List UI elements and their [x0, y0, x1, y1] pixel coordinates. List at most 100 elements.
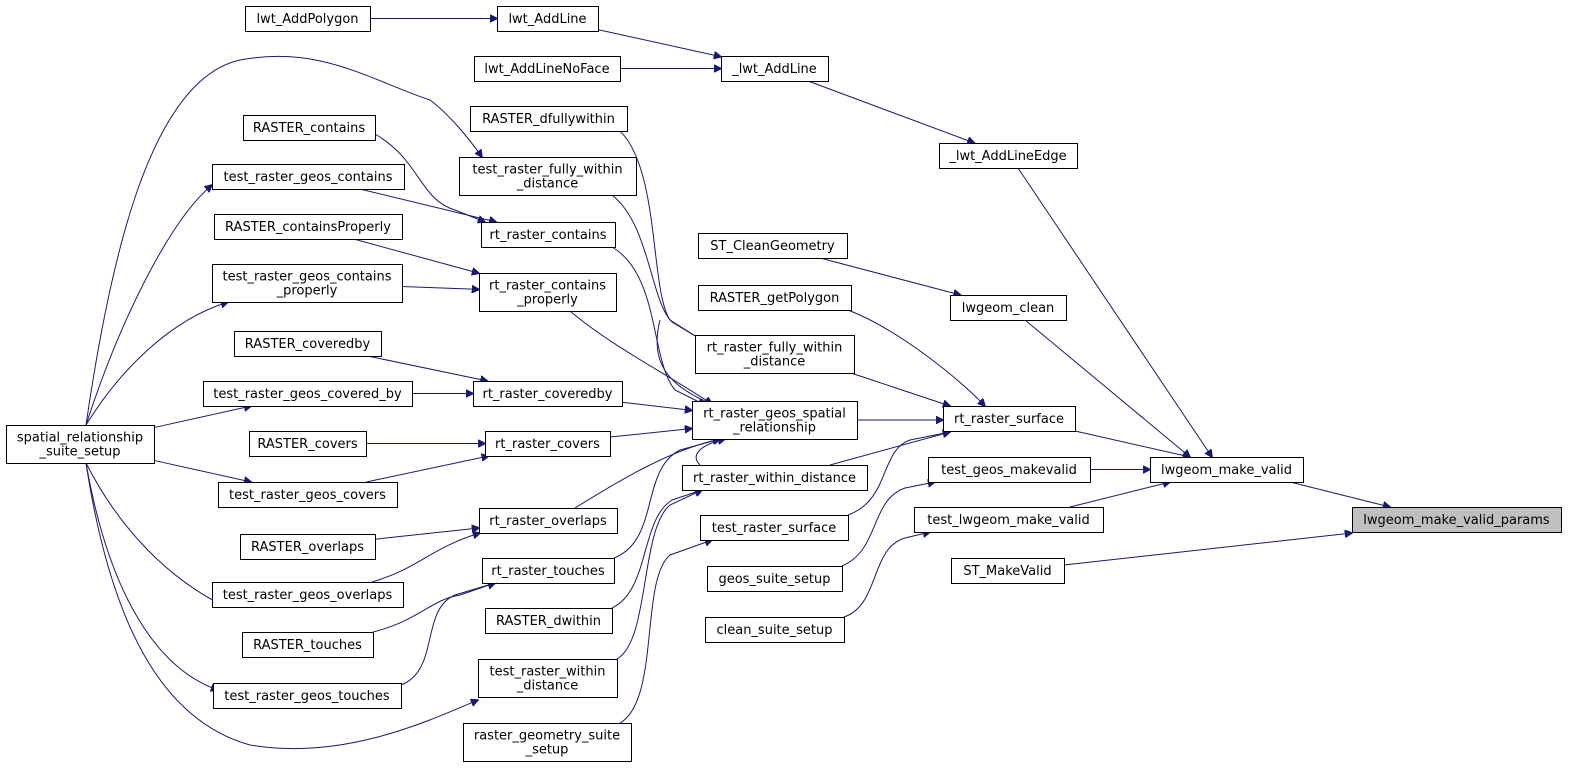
node-lwt_AddLine_[interactable]: _lwt_AddLine [721, 56, 829, 82]
node-box [481, 222, 616, 248]
node-label: test_raster_surface [712, 521, 837, 536]
node-test_geos_makevalid[interactable]: test_geos_makevalid [928, 457, 1091, 483]
node-box [245, 6, 371, 32]
node-label: RASTER_touches [253, 638, 362, 653]
node-label: spatial_relationship [17, 431, 143, 446]
node-RASTER_coveredby[interactable]: RASTER_coveredby [234, 331, 382, 357]
node-test_raster_geos_overlaps[interactable]: test_raster_geos_overlaps [212, 582, 404, 608]
node-box [950, 295, 1067, 321]
node-box [479, 273, 617, 312]
node-label: test_raster_geos_overlaps [223, 588, 393, 603]
node-box [497, 6, 599, 32]
node-box [1150, 457, 1304, 483]
edge-spatial_relationship_suite_setup-to-test_raster_geos_overlaps [85, 462, 226, 607]
node-rt_raster_within_distance[interactable]: rt_raster_within_distance [682, 465, 868, 491]
node-label: geos_suite_setup [718, 572, 830, 587]
node-label: _suite_setup [38, 445, 120, 460]
node-box [212, 264, 403, 303]
node-label: test_raster_fully_within [472, 163, 622, 178]
node-box [482, 558, 615, 584]
node-label: ST_MakeValid [963, 564, 1051, 579]
node-lwt_AddLineEdge[interactable]: _lwt_AddLineEdge [939, 143, 1078, 169]
node-rt_raster_fully_within[interactable]: rt_raster_fully_within_distance [695, 335, 855, 374]
edge-rt_raster_touches-to-rt_raster_geos_spatial [613, 439, 720, 559]
node-label: rt_raster_covers [495, 437, 600, 452]
node-rt_raster_contains_properly[interactable]: rt_raster_contains_properly [479, 273, 617, 312]
edge-RASTER_coveredby-to-rt_raster_coveredby [367, 355, 488, 381]
edge-spatial_relationship_suite_setup-to-test_raster_geos_covered_by [153, 406, 251, 429]
edge-RASTER_contains-to-rt_raster_contains [374, 133, 485, 222]
edge-test_raster_geos_contains-to-rt_raster_contains [359, 188, 497, 222]
edge-ST_CleanGeometry-to-lwgeom_clean [819, 257, 961, 295]
node-raster_geometry_suite_setup[interactable]: raster_geometry_suite_setup [463, 723, 632, 762]
node-label: ST_CleanGeometry [710, 239, 835, 254]
node-test_raster_geos_contains[interactable]: test_raster_geos_contains [212, 164, 405, 190]
node-RASTER_dfullywithin[interactable]: RASTER_dfullywithin [470, 106, 628, 132]
node-RASTER_contains[interactable]: RASTER_contains [243, 115, 376, 141]
node-RASTER_getPolygon[interactable]: RASTER_getPolygon [698, 285, 852, 311]
edge-RASTER_dfullywithin-to-rt_raster_fully_within [619, 130, 705, 342]
node-test_raster_geos_touches[interactable]: test_raster_geos_touches [213, 683, 402, 709]
node-box [242, 632, 374, 658]
edge-test_raster_geos_covers-to-rt_raster_covers [366, 456, 488, 483]
edge-rt_raster_contains-to-rt_raster_geos_spatial [611, 246, 705, 405]
node-root[interactable]: lwgeom_make_valid_params [1352, 507, 1562, 533]
node-label: test_lwgeom_make_valid [927, 513, 1089, 528]
node-RASTER_covers[interactable]: RASTER_covers [249, 431, 367, 457]
node-make_valid[interactable]: lwgeom_make_valid [1150, 457, 1304, 483]
node-label: RASTER_contains [253, 121, 366, 136]
edge-rt_raster_fully_within-to-rt_raster_geos_spatial [656, 319, 712, 404]
node-lwt_AddLineNoFace[interactable]: lwt_AddLineNoFace [474, 56, 621, 82]
node-test_raster_geos_contains_properly[interactable]: test_raster_geos_contains_properly [212, 264, 403, 303]
node-RASTER_touches[interactable]: RASTER_touches [242, 632, 374, 658]
node-box [249, 431, 367, 457]
node-test_raster_surface[interactable]: test_raster_surface [700, 515, 849, 541]
edge-spatial_relationship_suite_setup-to-test_raster_geos_covers [153, 459, 251, 482]
edge-test_raster_geos_contains_properly-to-rt_raster_contains_properly [401, 287, 479, 290]
node-label: RASTER_dwithin [496, 614, 601, 629]
node-label: rt_raster_touches [491, 564, 605, 579]
node-box [212, 164, 405, 190]
node-label: _distance [516, 177, 579, 192]
node-geos_suite_setup[interactable]: geos_suite_setup [707, 566, 843, 592]
node-rt_raster_overlaps[interactable]: rt_raster_overlaps [479, 508, 618, 534]
node-test_raster_geos_covered_by[interactable]: test_raster_geos_covered_by [203, 381, 413, 407]
node-rt_raster_covers[interactable]: rt_raster_covers [485, 431, 611, 457]
edge-spatial_relationship_suite_setup-to-test_raster_geos_touches [85, 462, 218, 690]
node-test_lwgeom_make_valid[interactable]: test_lwgeom_make_valid [914, 507, 1104, 533]
edge-rt_raster_contains_properly-to-rt_raster_geos_spatial [569, 310, 712, 404]
node-test_raster_within_distance[interactable]: test_raster_within_distance [478, 659, 618, 698]
edge-RASTER_containsProperly-to-rt_raster_contains_properly [353, 238, 479, 273]
node-ST_MakeValid[interactable]: ST_MakeValid [951, 558, 1065, 584]
node-rt_raster_geos_spatial[interactable]: rt_raster_geos_spatial_relationship [692, 401, 858, 440]
node-RASTER_containsProperly[interactable]: RASTER_containsProperly [214, 214, 403, 240]
edge-lwt_AddLine-to-lwt_AddLine_ [597, 29, 721, 57]
node-label: RASTER_dfullywithin [482, 112, 615, 127]
node-test_raster_geos_covers[interactable]: test_raster_geos_covers [218, 482, 398, 508]
node-rt_raster_touches[interactable]: rt_raster_touches [482, 558, 615, 584]
node-box [707, 566, 843, 592]
node-spatial_relationship_suite_setup[interactable]: spatial_relationship_suite_setup [6, 425, 155, 464]
node-box [1352, 507, 1562, 533]
node-rt_raster_coveredby[interactable]: rt_raster_coveredby [473, 381, 623, 407]
node-label: rt_raster_overlaps [489, 514, 607, 529]
node-lwgeom_clean[interactable]: lwgeom_clean [950, 295, 1067, 321]
node-test_raster_fully_within[interactable]: test_raster_fully_within_distance [459, 157, 637, 196]
edge-rt_raster_within_distance-to-rt_raster_surface [829, 432, 950, 466]
node-lwt_AddLine[interactable]: lwt_AddLine [497, 6, 599, 32]
node-rt_raster_contains[interactable]: rt_raster_contains [481, 222, 616, 248]
node-label: test_raster_geos_covers [229, 488, 386, 503]
node-box [928, 457, 1091, 483]
node-label: lwt_AddPolygon [256, 12, 358, 27]
node-RASTER_dwithin[interactable]: RASTER_dwithin [485, 608, 613, 634]
node-ST_CleanGeometry[interactable]: ST_CleanGeometry [698, 233, 848, 259]
node-rt_raster_surface[interactable]: rt_raster_surface [943, 406, 1076, 432]
node-clean_suite_setup[interactable]: clean_suite_setup [705, 617, 845, 643]
edge-RASTER_overlaps-to-rt_raster_overlaps [374, 528, 479, 540]
node-lwt_AddPolygon[interactable]: lwt_AddPolygon [245, 6, 371, 32]
node-box [682, 465, 868, 491]
node-RASTER_overlaps[interactable]: RASTER_overlaps [240, 534, 376, 560]
edge-spatial_relationship_suite_setup-to-test_raster_fully_within [85, 55, 482, 426]
node-box [212, 582, 404, 608]
node-label: test_raster_geos_contains [223, 270, 392, 285]
